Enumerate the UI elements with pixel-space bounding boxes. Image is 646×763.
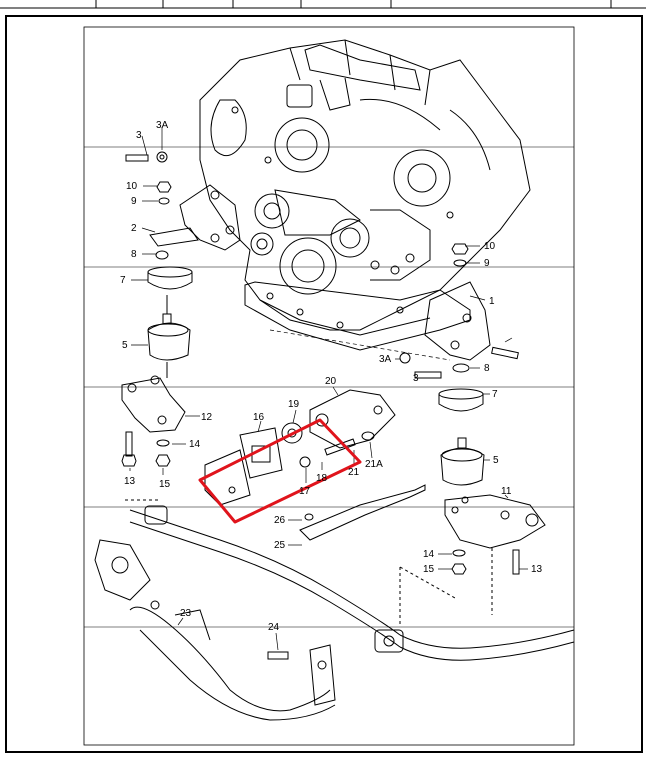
engine-dash-line bbox=[269, 329, 451, 361]
callout-21: 21 bbox=[348, 467, 360, 478]
callout-5-right: 5 bbox=[493, 455, 499, 466]
callout-5-left: 5 bbox=[122, 340, 128, 351]
callout-21a: 21A bbox=[365, 459, 383, 470]
callout-24: 24 bbox=[268, 622, 280, 633]
callout-10-right: 10 bbox=[484, 241, 496, 252]
callout-20: 20 bbox=[325, 376, 337, 387]
callout-3-right: 3 bbox=[413, 373, 419, 384]
leader-lines bbox=[129, 127, 528, 651]
callout-3a-right: 3A bbox=[379, 354, 392, 365]
engine-block-drawing bbox=[199, 39, 531, 351]
callout-13-right: 13 bbox=[531, 564, 543, 575]
callout-7-right: 7 bbox=[492, 389, 498, 400]
callout-1: 1 bbox=[489, 296, 495, 307]
callout-10-left: 10 bbox=[126, 181, 138, 192]
callout-12: 12 bbox=[201, 412, 213, 423]
drawing-border bbox=[83, 26, 575, 746]
callout-19: 19 bbox=[288, 399, 300, 410]
red-highlight-outline bbox=[198, 418, 362, 524]
callout-8-right: 8 bbox=[484, 363, 490, 374]
callout-13-left: 13 bbox=[124, 476, 136, 487]
outer-frame bbox=[5, 15, 643, 753]
callout-18: 18 bbox=[316, 473, 328, 484]
bracket-assembly-16-21-drawing bbox=[204, 389, 426, 541]
bracket-11-drawing bbox=[444, 494, 546, 575]
callout-7-left: 7 bbox=[120, 275, 126, 286]
bracket-12-drawing bbox=[121, 375, 186, 501]
callout-9-left: 9 bbox=[131, 196, 137, 207]
callout-14-right: 14 bbox=[423, 549, 435, 560]
callout-26: 26 bbox=[274, 515, 286, 526]
callout-11: 11 bbox=[501, 486, 512, 497]
callout-15-right: 15 bbox=[423, 564, 435, 575]
callout-labels: 3 3A 10 9 2 8 7 5 12 14 13 15 16 19 20 1… bbox=[120, 120, 543, 633]
callout-15-left: 15 bbox=[159, 479, 171, 490]
grid-lines bbox=[84, 146, 574, 628]
callout-23: 23 bbox=[180, 608, 192, 619]
header-table-strip bbox=[0, 0, 646, 9]
left-mount-stack-drawing bbox=[147, 266, 193, 378]
bracket-2-drawing bbox=[125, 151, 241, 260]
callout-2: 2 bbox=[131, 223, 137, 234]
callout-9-right: 9 bbox=[484, 258, 490, 269]
callout-3a: 3A bbox=[156, 120, 169, 131]
callout-3: 3 bbox=[136, 130, 142, 141]
callout-14-left: 14 bbox=[189, 439, 201, 450]
subframe-23-drawing bbox=[94, 505, 575, 721]
callout-25: 25 bbox=[274, 540, 286, 551]
callout-8-left: 8 bbox=[131, 249, 137, 260]
callout-16: 16 bbox=[253, 412, 265, 423]
callout-17: 17 bbox=[299, 486, 311, 497]
